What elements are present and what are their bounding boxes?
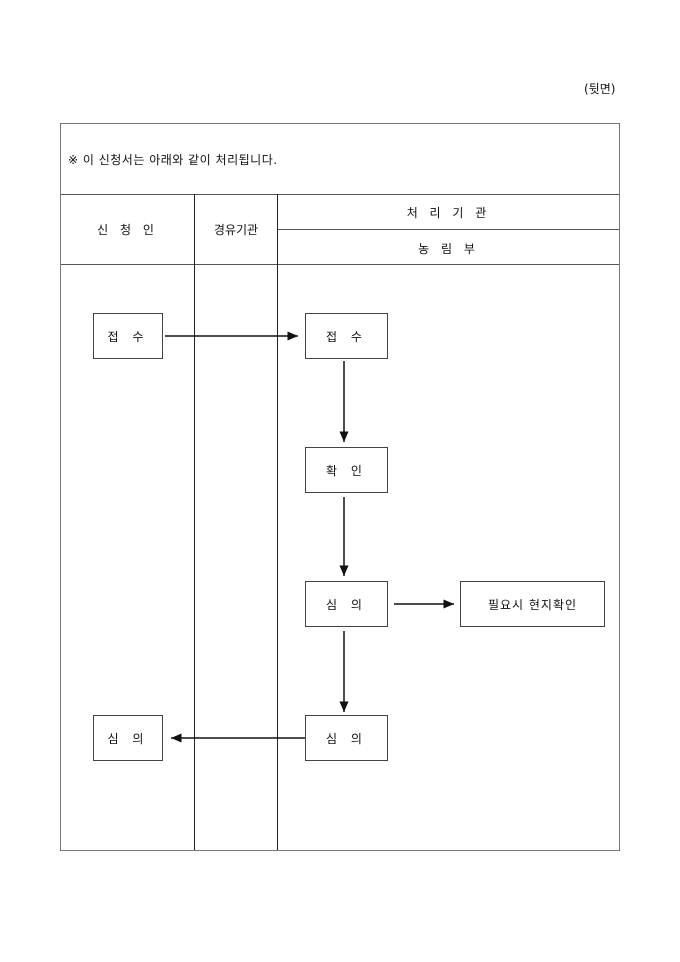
notice-text: ※ 이 신청서는 아래와 같이 처리됩니다. [68, 153, 278, 167]
ministry-receipt-box: 접 수 [305, 313, 388, 359]
review-box: 심 의 [305, 581, 388, 627]
header-via-agency: 경유기관 [213, 223, 259, 237]
header-applicant: 신 청 인 [97, 223, 158, 237]
flow-arrows [165, 331, 454, 743]
header-processing-agency: 처 리 기 관 [406, 206, 491, 220]
page-label: (뒷면) [584, 82, 616, 96]
header-ministry: 농 림 부 [418, 242, 479, 256]
header-bottom-line [61, 264, 619, 265]
column-divider-2 [277, 194, 278, 850]
ministry-review-result-box: 심 의 [305, 715, 388, 761]
applicant-result-box: 심 의 [93, 715, 163, 761]
site-check-box: 필요시 현지확인 [460, 581, 605, 627]
applicant-receipt-box: 접 수 [93, 313, 163, 359]
process-form: ※ 이 신청서는 아래와 같이 처리됩니다. 신 청 인 경유기관 처 리 기 … [60, 123, 620, 851]
column-divider-1 [194, 194, 195, 850]
agency-split-line [277, 229, 619, 230]
confirm-box: 확 인 [305, 447, 388, 493]
notice-row: ※ 이 신청서는 아래와 같이 처리됩니다. [61, 124, 619, 195]
